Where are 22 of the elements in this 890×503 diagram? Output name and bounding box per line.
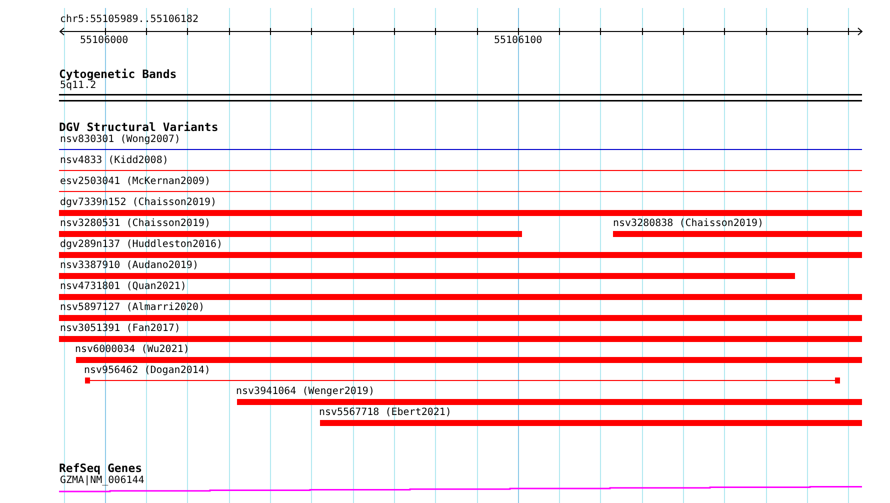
variant-label: nsv5897127 (Almarri2020) — [60, 302, 204, 314]
variant-label: nsv6000034 (Wu2021) — [75, 344, 190, 356]
tick-label: 55106100 — [494, 35, 542, 47]
variant-label: nsv956462 (Dogan2014) — [84, 365, 210, 377]
variant-label: nsv3051391 (Fan2017) — [60, 323, 180, 335]
track-title: DGV Structural Variants — [59, 121, 218, 133]
variant-label: esv2503041 (McKernan2009) — [60, 176, 211, 188]
variant-label: nsv5567718 (Ebert2021) — [319, 407, 452, 419]
variant-label: nsv3280838 (Chaisson2019) — [613, 218, 764, 230]
variant-label: nsv3387910 (Audano2019) — [60, 260, 198, 272]
tick-label: 55106000 — [80, 35, 128, 47]
variant-label: nsv3941064 (Wenger2019) — [236, 386, 374, 398]
variant-label: nsv830301 (Wong2007) — [60, 134, 180, 146]
variant-label: nsv3280531 (Chaisson2019) — [60, 218, 211, 230]
variant-label: dgv7339n152 (Chaisson2019) — [60, 197, 217, 209]
coordinate-range: chr5:55105989..55106182 — [60, 14, 198, 26]
track-title: Cytogenetic Bands — [59, 68, 177, 80]
band-label: 5q11.2 — [60, 80, 96, 92]
gene-label: GZMA|NM_006144 — [60, 475, 144, 487]
variant-label: dgv289n137 (Huddleston2016) — [60, 239, 223, 251]
variant-label: nsv4833 (Kidd2008) — [60, 155, 168, 167]
variant-label: nsv4731801 (Quan2021) — [60, 281, 186, 293]
